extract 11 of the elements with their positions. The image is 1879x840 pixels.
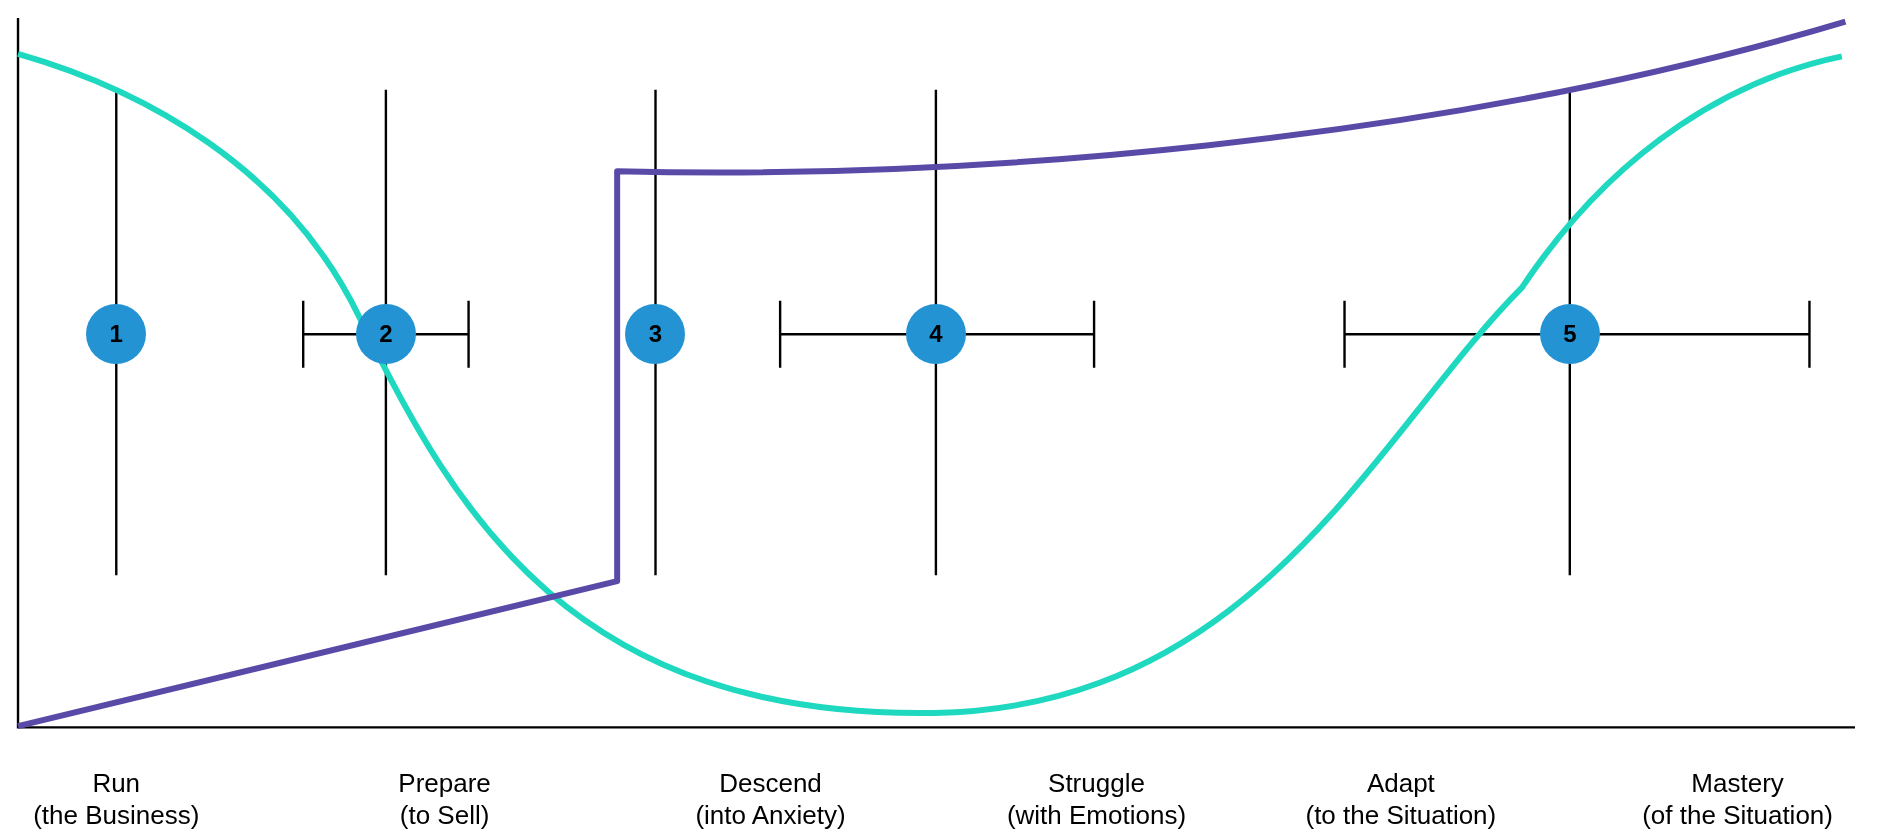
step-number-badge: 3 [625, 304, 686, 365]
step-number-badge: 5 [1539, 304, 1600, 365]
stage-label: Adapt (to the Situation) [1305, 766, 1497, 831]
stage-label: Descend (into Anxiety) [695, 766, 846, 831]
stage-label: Prepare (to Sell) [398, 766, 491, 831]
step-number-badge: 2 [355, 304, 416, 365]
stage-label: Struggle (with Emotions) [1006, 766, 1187, 831]
stage-label: Mastery (of the Situation) [1642, 766, 1833, 831]
stage-label: Run (the Business) [33, 766, 200, 831]
step-number-badge: 1 [86, 304, 147, 365]
step-number-badge: 4 [905, 304, 966, 365]
